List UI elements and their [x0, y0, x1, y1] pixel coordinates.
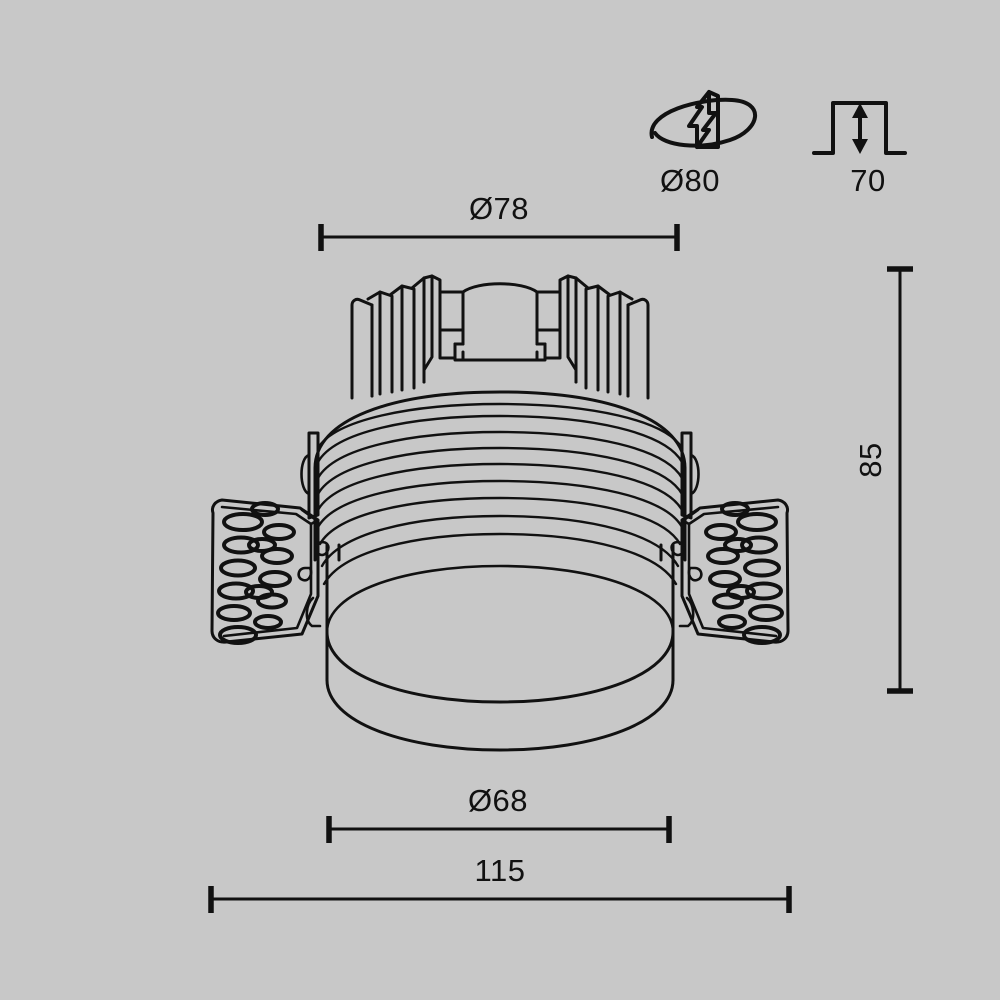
dimension-label-width-115: 115	[474, 853, 526, 888]
bracket-perforations-right	[704, 501, 784, 645]
dimension-diameter-68	[326, 816, 672, 843]
downlight-body	[210, 274, 790, 752]
mounting-bracket-right	[670, 498, 790, 645]
bracket-perforations-left	[216, 501, 296, 645]
thread-ribs	[316, 402, 684, 586]
dimension-label-height-85: 85	[853, 442, 888, 478]
guide-rails	[297, 431, 703, 628]
dimension-height-85	[887, 266, 913, 694]
mounting-bracket-left	[210, 498, 330, 645]
hole-saw-cutout-icon	[649, 90, 757, 149]
cutout-label-diameter-80: Ø80	[659, 163, 721, 198]
heatsink-fins	[350, 274, 650, 400]
dimension-diameter-78	[318, 224, 680, 251]
lens-cylinder	[325, 543, 675, 752]
dimension-width-115	[208, 886, 792, 913]
dimension-label-diameter-68: Ø68	[467, 783, 529, 818]
dimension-label-diameter-78: Ø78	[468, 191, 530, 226]
recess-depth-icon	[812, 101, 907, 155]
upper-shell	[313, 390, 687, 562]
recess-depth-label-70: 70	[850, 163, 886, 198]
